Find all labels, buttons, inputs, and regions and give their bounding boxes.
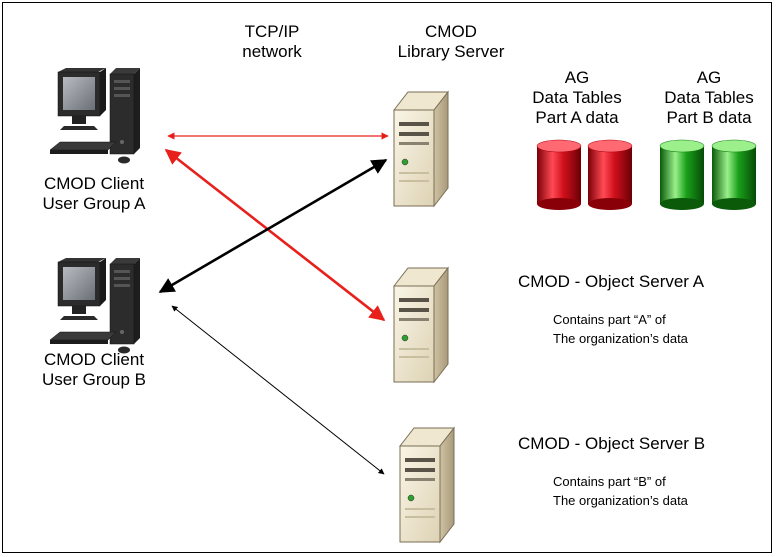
client-b-computer-icon [49,257,141,354]
object-server-b-icon [399,427,455,543]
network-label-line2: network [242,42,302,61]
data-tables-b-line3: Part B data [666,108,752,127]
data-tables-b-label: AG Data Tables Part B data [642,68,776,128]
library-server-label-line2: Library Server [397,42,505,61]
library-server-label: CMOD Library Server [376,22,526,62]
data-tables-a-line2: Data Tables [532,88,622,107]
data-tables-a-label: AG Data Tables Part A data [510,68,644,128]
library-server-label-line1: CMOD [425,22,477,41]
cylinder-red-2-icon [587,139,633,210]
link-groupB-library [158,158,388,294]
network-label-line1: TCP/IP [244,22,300,41]
object-server-a-desc-line2: The organization’s data [553,331,688,346]
object-server-a-icon [393,267,449,383]
object-server-a-title: CMOD - Object Server A [518,272,705,291]
network-label: TCP/IP network [222,22,322,62]
cylinder-green-2-icon [711,139,757,210]
data-tables-a-line3: Part A data [535,108,619,127]
client-b-label-line1: CMOD Client [43,350,145,369]
link-groupA-objectA [164,148,386,322]
object-server-a-desc-line1: Contains part “A” of [553,312,666,327]
data-tables-a-line1: AG [564,68,590,87]
object-server-b-desc-line1: Contains part “B” of [553,474,666,489]
object-server-a-desc: Contains part “A” of The organization’s … [553,310,688,348]
library-server-icon [393,91,449,207]
connections [158,132,389,475]
client-b-label-line2: User Group B [42,370,146,389]
link-groupB-objectB [171,305,385,475]
object-server-b-desc-line2: The organization’s data [553,493,688,508]
object-server-b-title: CMOD - Object Server B [518,434,706,453]
data-tables-part-a [536,139,633,210]
object-server-b-desc: Contains part “B” of The organization’s … [553,472,688,510]
client-a-computer-icon [49,67,141,164]
client-a-label-line2: User Group A [42,194,146,213]
client-b-label: CMOD Client User Group B [24,350,164,390]
data-tables-b-line2: Data Tables [664,88,754,107]
client-a-label-line1: CMOD Client [43,174,145,193]
cylinder-red-1-icon [536,139,582,210]
cylinder-green-1-icon [659,139,705,210]
data-tables-b-line1: AG [696,68,722,87]
client-a-label: CMOD Client User Group A [24,174,164,214]
data-tables-part-b [659,139,757,210]
